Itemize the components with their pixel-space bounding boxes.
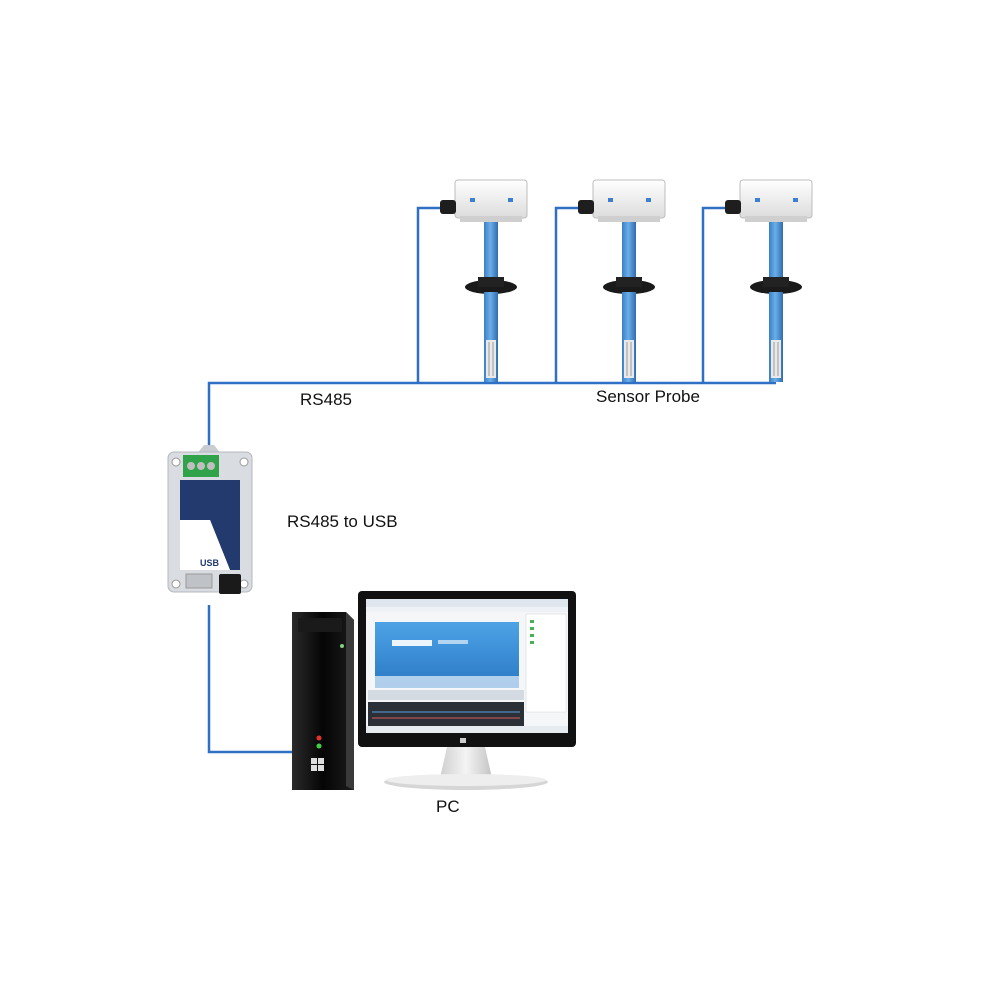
- probe-wire-3: [701, 206, 725, 383]
- usb-cable: [207, 605, 292, 754]
- sensor-probe-icon: [578, 179, 666, 382]
- wiring: [207, 206, 776, 754]
- pc-tower-icon: [292, 612, 354, 790]
- pc-label: PC: [436, 797, 460, 816]
- probe-wire-1: [416, 206, 440, 383]
- monitor-icon: [358, 591, 576, 790]
- sensor-probe-icon: [725, 179, 813, 382]
- usb-converter-icon: USB: [167, 445, 253, 594]
- converter-label: RS485 to USB: [287, 512, 398, 531]
- probe-wire-2: [554, 206, 578, 383]
- bus-wire: [207, 381, 776, 445]
- bus-label: RS485: [300, 390, 352, 409]
- sensor-probe-label: Sensor Probe: [596, 387, 700, 406]
- sensor-probe-icon: [440, 179, 528, 382]
- converter-port-label: USB: [200, 558, 220, 568]
